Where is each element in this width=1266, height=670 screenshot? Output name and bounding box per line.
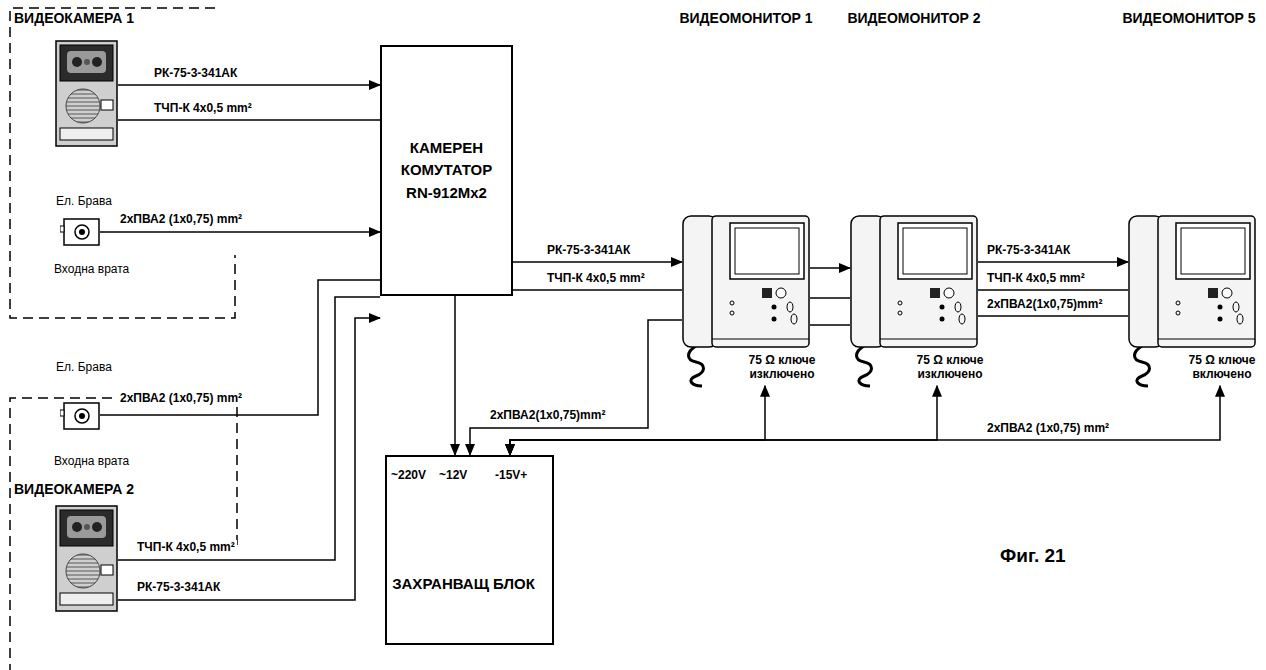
node-title: ВИДЕОМОНИТОР 5 [1122,10,1256,27]
cable-line [100,231,380,233]
cable-label: 2xПВА2(1x0,75)mm² [488,408,607,422]
node-title: Ел. Брава [56,360,112,374]
cable-label: ТЧП-К 4x0,5 mm² [985,271,1087,285]
node-note: 75 Ω ключе изключено [746,353,818,382]
cable-label: РК-75-3-341АК [135,580,222,594]
node-title: ВИДЕОКАМЕРА 1 [14,10,134,27]
cable-line [978,289,1128,291]
cable-label: 2xПВА2(1x0,75)mm² [985,297,1104,311]
cable-line [810,267,850,269]
cable-label: РК-75-3-341АК [152,66,239,80]
cable-line [513,289,682,291]
cable-line [978,315,1128,317]
node-note: Входна врата [54,454,129,468]
cable-line [510,386,1220,455]
cable-line [118,84,380,86]
node-note: 75 Ω ключе включено [1186,353,1258,382]
cable-line [118,119,380,121]
door-camera-drawing [55,40,118,147]
cable-label: РК-75-3-341АК [985,243,1072,257]
electric-lock: Ел. БраваВходна врата [60,402,100,430]
electric-lock-drawing [60,218,100,246]
terminal-label: -15V+ [493,468,529,482]
video-monitor-drawing [1128,215,1256,348]
cable-line [100,280,380,415]
terminal-label: ~12V [437,468,469,482]
cable-label: 2xПВА2 (1x0,75) mm² [118,212,244,226]
node-title: ВИДЕОМОНИТОР 2 [840,10,988,27]
cable-line [513,261,682,263]
cable-line [118,318,380,600]
cable-line [454,296,456,455]
cable-label: ТЧП-К 4x0,5 mm² [545,271,647,285]
electric-lock-drawing [60,402,100,430]
handset-cord [857,346,872,386]
node-note: 75 Ω ключе изключено [914,353,986,382]
figure-caption: Фиг. 21 [1000,545,1066,568]
video-monitor-drawing [682,215,810,348]
node-title: Ел. Брава [56,194,112,208]
video-monitor: ВИДЕОМОНИТОР 575 Ω ключе включено [1128,215,1256,348]
video-monitor-drawing [850,215,978,348]
video-monitor: ВИДЕОМОНИТОР 175 Ω ключе изключено [682,215,810,348]
node-title: ВИДЕОМОНИТОР 1 [672,10,820,27]
cable-label: ТЧП-К 4x0,5 mm² [135,540,237,554]
cable-label: 2xПВА2 (1x0,75) mm² [118,391,244,405]
door-camera-drawing [55,505,118,615]
camera-switch: КАМЕРЕН КОМУТАТОР RN-912Mx2 [380,45,513,296]
handset-cord [689,346,704,386]
cable-line [978,261,1128,263]
door-camera: ВИДЕОКАМЕРА 2 [55,505,118,615]
door-camera: ВИДЕОКАМЕРА 1 [55,40,118,147]
cable-line [470,320,682,455]
cable-line [810,297,850,299]
node-note: Входна врата [54,262,129,276]
cable-line [118,297,380,560]
terminal-label: ~220V [389,468,428,482]
cable-line [810,324,850,326]
cable-label: 2xПВА2 (1x0,75) mm² [985,421,1111,435]
node-title: КАМЕРЕН КОМУТАТОР RN-912Mx2 [392,137,502,205]
power-supply: ЗАХРАНВАЩ БЛОК [385,455,554,645]
handset-cord [1135,346,1150,386]
video-monitor: ВИДЕОМОНИТОР 275 Ω ключе изключено [850,215,978,348]
cable-label: ТЧП-К 4x0,5 mm² [152,101,254,115]
node-title: ВИДЕОКАМЕРА 2 [14,481,134,498]
electric-lock: Ел. БраваВходна врата [60,218,100,246]
cable-label: РК-75-3-341АК [545,243,632,257]
node-title: ЗАХРАНВАЩ БЛОК [387,575,540,593]
